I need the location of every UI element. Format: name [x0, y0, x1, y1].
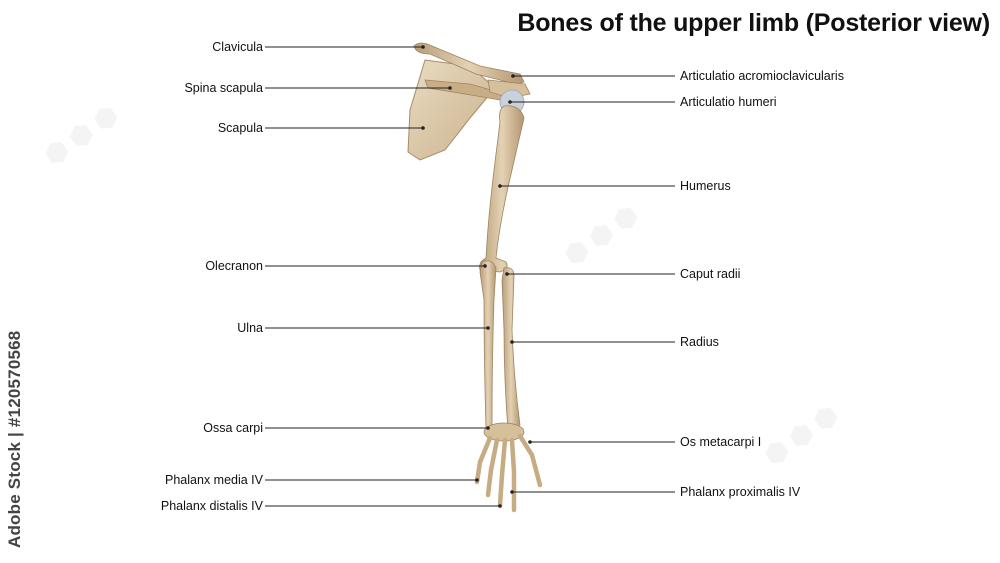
- leader-dots: [421, 45, 532, 508]
- label-ossa-carpi: Ossa carpi: [203, 421, 263, 435]
- label-olecranon: Olecranon: [205, 259, 263, 273]
- label-scapula: Scapula: [217, 121, 263, 135]
- label-ulna: Ulna: [237, 321, 263, 335]
- label-clavicula: Clavicula: [212, 40, 263, 54]
- label-phalanx-media-iv: Phalanx media IV: [165, 473, 263, 487]
- ulna-bone: [479, 260, 497, 429]
- label-caput-radii: Caput radii: [680, 267, 741, 281]
- radius-bone: [501, 267, 521, 431]
- leader-lines: [265, 46, 675, 507]
- label-os-metacarpi-i: Os metacarpi I: [680, 435, 762, 449]
- stock-watermark-text: Adobe Stock | #120570568: [5, 330, 24, 548]
- label-spina-scapula: Spina scapula: [184, 81, 263, 95]
- label-articulatio-humeri: Articulatio humeri: [680, 95, 777, 109]
- humerus-bone: [479, 105, 525, 273]
- label-humerus: Humerus: [680, 179, 731, 193]
- label-radius: Radius: [680, 335, 719, 349]
- label-phalanx-proximalis-iv: Phalanx proximalis IV: [680, 485, 801, 499]
- label-phalanx-distalis-iv: Phalanx distalis IV: [160, 499, 263, 513]
- clavicula-bone: [413, 42, 525, 85]
- label-articulatio-acromioclavicularis: Articulatio acromioclavicularis: [680, 69, 844, 83]
- hand-bones: [474, 433, 543, 513]
- page-title: Bones of the upper limb (Posterior view): [517, 9, 990, 37]
